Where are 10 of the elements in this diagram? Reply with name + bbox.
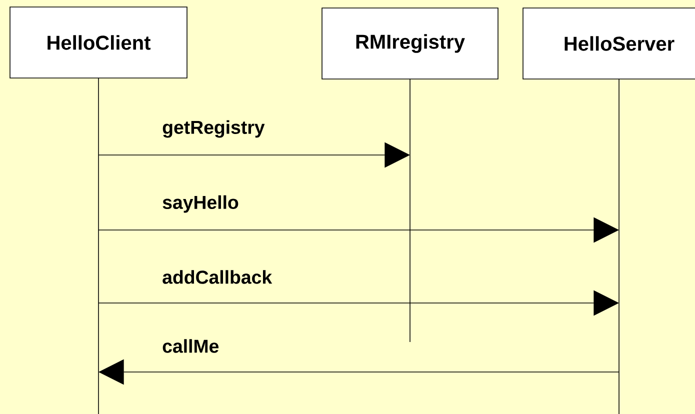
message-label: callMe [162,339,219,353]
object-box: HelloClient [10,6,188,78]
object-box: HelloServer [522,8,695,80]
message-label: addCallback [162,270,272,284]
message-label: getRegistry [162,120,265,138]
message-arrow [98,217,619,243]
object-box: RMIregistry [322,8,498,80]
message-label: sayHello [162,195,238,213]
message-arrow [98,142,410,168]
message-arrow [98,290,619,316]
